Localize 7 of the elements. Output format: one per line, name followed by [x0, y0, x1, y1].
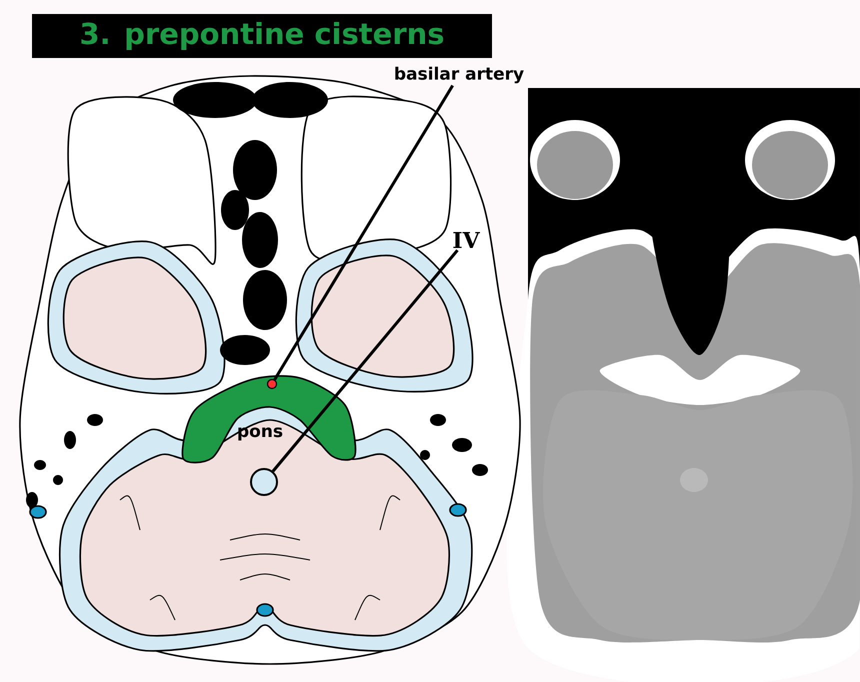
leader-line [273, 84, 454, 380]
title-banner: 3. prepontine cisterns [32, 14, 492, 58]
callout-label: IV [453, 232, 480, 248]
callout-label: basilar artery [395, 66, 524, 84]
artery-dot [266, 378, 278, 390]
structure-label: pons [238, 427, 282, 441]
leader-line [272, 249, 459, 472]
